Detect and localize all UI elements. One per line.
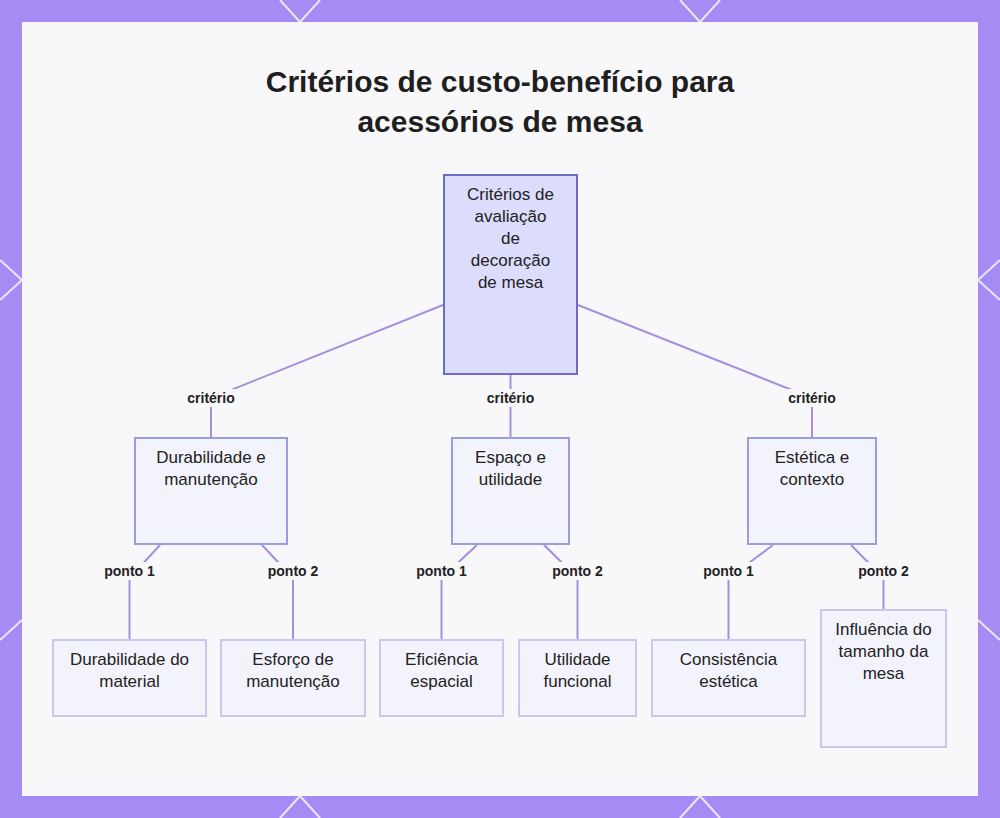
point-box: Influência do tamanho da mesa	[820, 609, 947, 748]
criterion-box: Estética e contexto	[747, 437, 877, 545]
criterion-box: Espaço e utilidade	[451, 437, 570, 545]
box-text: Critérios de avaliação de decoração de m…	[467, 184, 554, 294]
box-text: Durabilidade e manutenção	[148, 447, 274, 491]
edge-label: ponto 1	[101, 562, 158, 580]
point-box: Durabilidade do material	[52, 639, 207, 717]
edge-label: ponto 2	[265, 562, 322, 580]
box-text: Eficiência espacial	[393, 649, 490, 693]
point-box: Utilidade funcional	[518, 639, 637, 717]
connector-line	[578, 305, 812, 437]
edge-label: ponto 1	[700, 562, 757, 580]
box-text: Estética e contexto	[761, 447, 863, 491]
box-text: Consistência estética	[665, 649, 792, 693]
box-text: Durabilidade do material	[66, 649, 193, 693]
edge-label: ponto 2	[855, 562, 912, 580]
root-box: Critérios de avaliação de decoração de m…	[443, 174, 578, 375]
box-text: Utilidade funcional	[532, 649, 623, 693]
point-box: Eficiência espacial	[379, 639, 504, 717]
connector-line	[130, 545, 161, 639]
connector-line	[729, 545, 774, 639]
criterion-box: Durabilidade e manutenção	[134, 437, 288, 545]
edge-label: critério	[184, 389, 237, 407]
edge-label: ponto 1	[413, 562, 470, 580]
edge-label: ponto 2	[549, 562, 606, 580]
box-text: Esforço de manutenção	[234, 649, 352, 693]
connector-line	[442, 545, 478, 639]
connector-line	[211, 305, 443, 437]
point-box: Esforço de manutenção	[220, 639, 366, 717]
edge-label: critério	[484, 389, 537, 407]
box-text: Influência do tamanho da mesa	[834, 619, 933, 685]
box-text: Espaço e utilidade	[465, 447, 556, 491]
connector-line	[544, 545, 578, 639]
diagram-title: Critérios de custo-benefício para acessó…	[200, 62, 800, 142]
edge-label: critério	[785, 389, 838, 407]
point-box: Consistência estética	[651, 639, 806, 717]
connector-line	[262, 545, 293, 639]
